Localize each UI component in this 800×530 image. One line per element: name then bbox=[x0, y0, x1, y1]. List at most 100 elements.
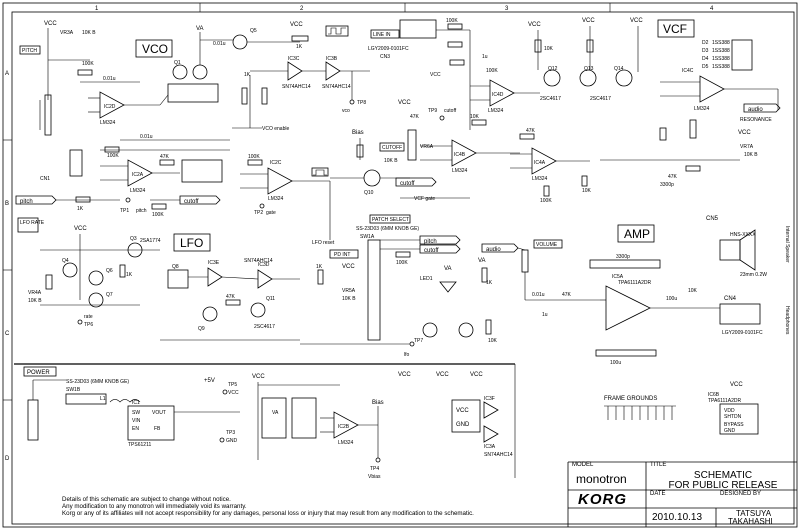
ic1-en: EN bbox=[132, 426, 139, 432]
bias-label-power: Bias bbox=[372, 400, 384, 406]
ic3e-inverter bbox=[207, 267, 223, 287]
ic6b-bypass: BYPASS bbox=[724, 422, 744, 428]
l1-inductor bbox=[109, 399, 141, 403]
pd-int-label: PD INT bbox=[334, 252, 350, 258]
ic2b-opamp bbox=[333, 411, 359, 439]
sw1a-part: SS-23D03 (6MM KNOB GE) bbox=[356, 226, 419, 232]
r47-value: 1K bbox=[486, 280, 493, 286]
d3-part: 1SS388 bbox=[712, 48, 730, 54]
vcf-section-box bbox=[657, 19, 695, 38]
sw1b-part: SS-23D03 (6MM KNOB GE) bbox=[66, 379, 129, 385]
model-field-label: MODEL bbox=[572, 462, 594, 468]
r56-value: 10K bbox=[470, 114, 480, 120]
vcc-label-power-2: VCC bbox=[398, 372, 411, 378]
audio-net-label: audio bbox=[748, 107, 763, 113]
vcc-label-ic6b: VCC bbox=[730, 382, 743, 388]
r48-value: 10K bbox=[488, 338, 498, 344]
cutoff-knob-label: CUTOFF bbox=[382, 145, 402, 151]
headphones-label: Headphones bbox=[784, 306, 790, 335]
vcc-label-lfo: VCC bbox=[74, 226, 87, 232]
ic2c-label: IC2C bbox=[270, 160, 282, 166]
ic2d-opamp bbox=[99, 91, 125, 119]
f1-label: Q8 bbox=[172, 264, 179, 270]
patch-select-box bbox=[369, 214, 411, 224]
vr4a-label: VR4A bbox=[28, 290, 42, 296]
r3-value: 100K bbox=[152, 212, 164, 218]
va-label-vco: VA bbox=[196, 26, 204, 32]
c28-value: 1u bbox=[542, 312, 548, 318]
ic4b-opamp bbox=[451, 139, 477, 167]
lfo-section-label: LFO bbox=[180, 236, 203, 250]
power-block-vcc: VCC bbox=[456, 408, 469, 414]
r40-value: 100K bbox=[446, 18, 458, 24]
f1-transistor bbox=[167, 269, 189, 289]
plus5v-label: +5V bbox=[204, 378, 215, 384]
speaker-part: HNS-XXXX bbox=[730, 232, 756, 238]
ic2d-part: LM324 bbox=[100, 120, 116, 126]
r77-value: 47K bbox=[562, 292, 572, 298]
note-line-1: Details of this schematic are subject to… bbox=[62, 496, 231, 503]
ic4b-part: LM324 bbox=[452, 168, 468, 174]
cn1-connector bbox=[69, 149, 83, 177]
square-wave-symbol bbox=[325, 25, 349, 37]
patch-select-label: PATCH SELECT bbox=[372, 217, 409, 223]
diode-array bbox=[731, 39, 753, 71]
cn3-part: LGY2009-0101FC bbox=[368, 46, 409, 52]
vcc-label-vcf-2: VCC bbox=[582, 18, 595, 24]
d2-part: 1SS388 bbox=[712, 40, 730, 46]
vr7a-value: 10K B bbox=[744, 152, 758, 158]
note-line-3: Korg or any of its affiliates will not a… bbox=[62, 510, 474, 517]
vcc-label-vcf-1: VCC bbox=[528, 22, 541, 28]
cn4-label: CN4 bbox=[724, 296, 737, 302]
vco-section-label: VCO bbox=[142, 42, 168, 56]
tp6-label: TP6 bbox=[84, 322, 93, 328]
ic3-power bbox=[291, 397, 317, 439]
r44-value: 100K bbox=[396, 260, 408, 266]
d2-label: D2 bbox=[702, 40, 709, 46]
cn3-label: CN3 bbox=[380, 54, 390, 60]
q13-part: 2SC4617 bbox=[590, 96, 611, 102]
grid-row-d: D bbox=[5, 456, 10, 462]
led1-symbol bbox=[439, 281, 457, 293]
ic1-vout: VOUT bbox=[152, 410, 166, 416]
c30-value: 3300p bbox=[616, 254, 630, 260]
q7-label: Q7 bbox=[106, 292, 113, 298]
led1-label: LED1 bbox=[420, 276, 433, 282]
cutoff-net-arrow-vco bbox=[179, 195, 221, 205]
q13-transistor bbox=[579, 69, 597, 87]
disclaimer-notes: Details of this schematic are subject to… bbox=[62, 496, 582, 517]
ic1-part: TPS61211 bbox=[128, 442, 151, 448]
r79-value: 47K bbox=[668, 174, 678, 180]
lfo-net-label: lfo bbox=[404, 352, 410, 358]
ic2c-part: LM324 bbox=[268, 196, 284, 202]
cutoff-knob-box bbox=[379, 142, 405, 152]
vcc-label-cutoff: VCC bbox=[398, 100, 411, 106]
ic4c-part: LM324 bbox=[694, 106, 710, 112]
pitch-label-box bbox=[19, 45, 41, 55]
designed-field-label: DESIGNED BY bbox=[720, 491, 762, 497]
ic3b-inverter bbox=[325, 61, 341, 81]
d4-label: D4 bbox=[702, 56, 709, 62]
designer-line2: TAKAHASHI bbox=[728, 517, 773, 526]
q6-transistor bbox=[88, 270, 104, 286]
date-field-label: DATE bbox=[650, 491, 666, 497]
ic1-vin: VIN bbox=[132, 418, 141, 424]
vr5a-value: 10K B bbox=[342, 296, 356, 302]
d3-label: D3 bbox=[702, 48, 709, 54]
ic5a-label: IC5A bbox=[612, 274, 624, 280]
speaker-spec: 23mm 0.2W bbox=[740, 272, 767, 278]
q10-label: Q10 bbox=[364, 190, 374, 196]
r5-value: 100K bbox=[107, 153, 119, 159]
grid-row-c: C bbox=[5, 331, 10, 337]
amp-section-label: AMP bbox=[624, 227, 650, 241]
vr7a-label: VR7A bbox=[740, 144, 754, 150]
q3-transistor bbox=[127, 242, 143, 258]
d4-part: 1SS388 bbox=[712, 56, 730, 62]
q12-part: 2SC4617 bbox=[540, 96, 561, 102]
vr5a-label: VR5A bbox=[342, 288, 356, 294]
r4-value: 1K bbox=[77, 206, 84, 212]
ic1-label: IC1 bbox=[132, 400, 140, 406]
ic6b-block bbox=[719, 403, 759, 435]
ic4b-label: IC4B bbox=[454, 152, 466, 158]
